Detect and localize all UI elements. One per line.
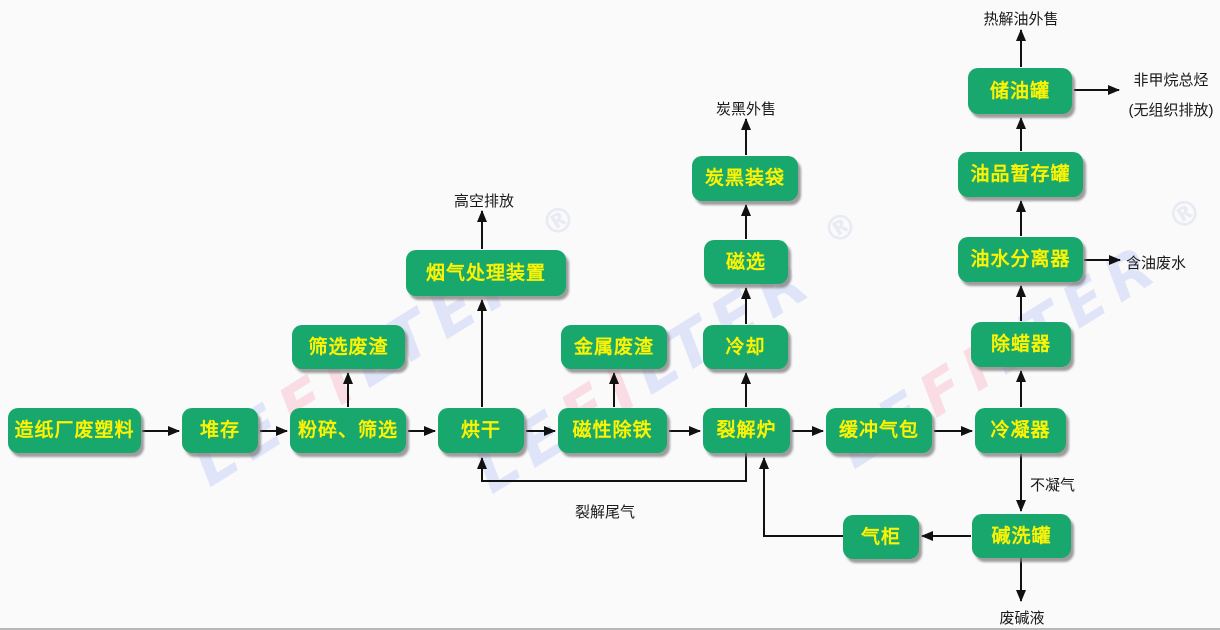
node-gas-holder: 气柜 [843, 515, 919, 559]
node-label: 油品暂存罐 [970, 164, 1071, 185]
node-magnetic-iron-removal: 磁性除铁 [558, 408, 667, 453]
node-stockpile: 堆存 [182, 408, 258, 453]
node-label: 缓冲气包 [838, 420, 919, 441]
node-label: 造纸厂废塑料 [14, 420, 135, 441]
node-crush-screen: 粉碎、筛选 [290, 408, 406, 453]
oil-column-arrows [1016, 29, 1121, 407]
arrow-gasholder-to-pyrolysis [759, 457, 843, 537]
label-nmhc: 非甲烷总烃 (无组织排放) [1122, 66, 1220, 126]
node-magnetic-separation: 磁选 [704, 240, 788, 284]
node-label: 磁选 [725, 251, 766, 273]
node-label: 冷凝器 [990, 420, 1051, 441]
node-label: 烘干 [460, 420, 501, 441]
label-high-altitude-discharge: 高空排放 [453, 193, 514, 210]
node-label: 裂解炉 [716, 420, 777, 441]
node-label: 金属废渣 [573, 336, 654, 358]
node-buffer-gas-tank: 缓冲气包 [826, 408, 932, 453]
node-label: 气柜 [860, 526, 901, 548]
node-label: 碱洗罐 [991, 525, 1052, 547]
node-label: 磁性除铁 [572, 420, 653, 441]
node-label: 炭黑装袋 [704, 168, 785, 189]
arrow-tailgas-to-dry [477, 453, 747, 482]
label-nmhc-line2: (无组织排放) [1128, 102, 1214, 119]
label-nmhc-line1: 非甲烷总烃 [1133, 72, 1209, 89]
node-label: 油水分离器 [970, 249, 1071, 270]
branch-arrows [343, 118, 751, 407]
node-oil-temp-tank: 油品暂存罐 [958, 152, 1083, 197]
node-cooling: 冷却 [703, 325, 788, 369]
label-pyrolysis-tail-gas: 裂解尾气 [575, 504, 636, 521]
label-oily-wastewater: 含油废水 [1126, 255, 1187, 272]
gas-loop-arrows [477, 453, 1026, 602]
node-label: 粉碎、筛选 [297, 420, 398, 441]
node-paper-waste: 造纸厂废塑料 [8, 408, 141, 453]
node-oil-water-separator: 油水分离器 [958, 237, 1083, 282]
node-drying: 烘干 [438, 408, 524, 453]
node-label: 除蜡器 [990, 334, 1051, 355]
node-oil-storage-tank: 储油罐 [968, 68, 1072, 114]
node-label: 筛选废渣 [308, 336, 389, 358]
node-label: 冷却 [725, 336, 766, 358]
label-pyrolysis-oil-sale: 热解油外售 [983, 11, 1059, 28]
node-alkali-wash-tank: 碱洗罐 [972, 514, 1071, 558]
node-pyrolysis-furnace: 裂解炉 [703, 408, 790, 453]
node-flue-gas-treatment: 烟气处理装置 [406, 250, 566, 296]
node-carbon-black-bagging: 炭黑装袋 [692, 156, 798, 201]
node-label: 储油罐 [989, 80, 1050, 102]
label-non-condensable-gas: 不凝气 [1030, 477, 1076, 494]
node-metal-residue: 金属废渣 [561, 325, 667, 369]
node-dewaxer: 除蜡器 [971, 322, 1071, 367]
label-waste-alkali: 废碱液 [999, 610, 1045, 627]
node-screening-residue: 筛选废渣 [292, 325, 405, 369]
node-condenser: 冷凝器 [975, 408, 1066, 453]
label-carbon-black-sale: 炭黑外售 [715, 101, 776, 118]
bottom-divider [0, 628, 1220, 630]
node-label: 堆存 [199, 420, 240, 441]
node-label: 烟气处理装置 [425, 262, 546, 284]
